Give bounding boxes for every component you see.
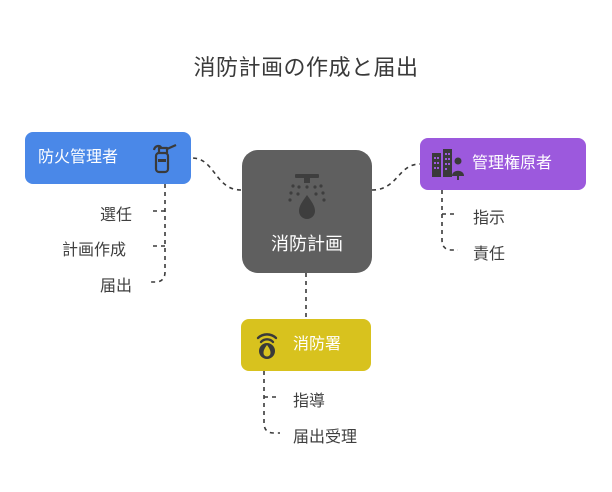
connector-bottom-branch	[263, 371, 280, 434]
center-node-label: 消防計画	[271, 234, 343, 255]
node-fire-station[interactable]: 消防署	[241, 319, 371, 371]
sprinkler-fire-icon	[288, 174, 326, 219]
left-item-notification: 届出	[100, 276, 133, 295]
node-fire-station-label: 消防署	[293, 334, 342, 353]
diagram-title: 消防計画の作成と届出	[193, 56, 419, 81]
bottom-item-notification-receipt: 届出受理	[293, 427, 358, 446]
connector-left-branch	[150, 184, 166, 283]
left-item-plan-creation: 計画作成	[62, 240, 127, 259]
connector-center-right	[371, 163, 421, 191]
node-management-authority-label: 管理権原者	[472, 153, 553, 172]
connector-center-left	[191, 157, 242, 191]
center-node[interactable]: 消防計画	[242, 150, 372, 273]
buildings-person-icon	[432, 149, 464, 180]
fire-extinguisher-icon	[152, 143, 177, 174]
connector-right-branch	[441, 190, 458, 251]
right-item-instruction: 指示	[473, 208, 506, 227]
fire-alarm-icon	[256, 333, 278, 359]
left-item-appointment: 選任	[100, 205, 133, 224]
node-fire-prevention-manager-label: 防火管理者	[38, 147, 119, 166]
node-fire-prevention-manager[interactable]: 防火管理者	[25, 132, 191, 184]
right-item-responsibility: 責任	[473, 244, 506, 263]
node-management-authority[interactable]: 管理権原者	[420, 138, 586, 190]
bottom-item-guidance: 指導	[293, 391, 326, 410]
